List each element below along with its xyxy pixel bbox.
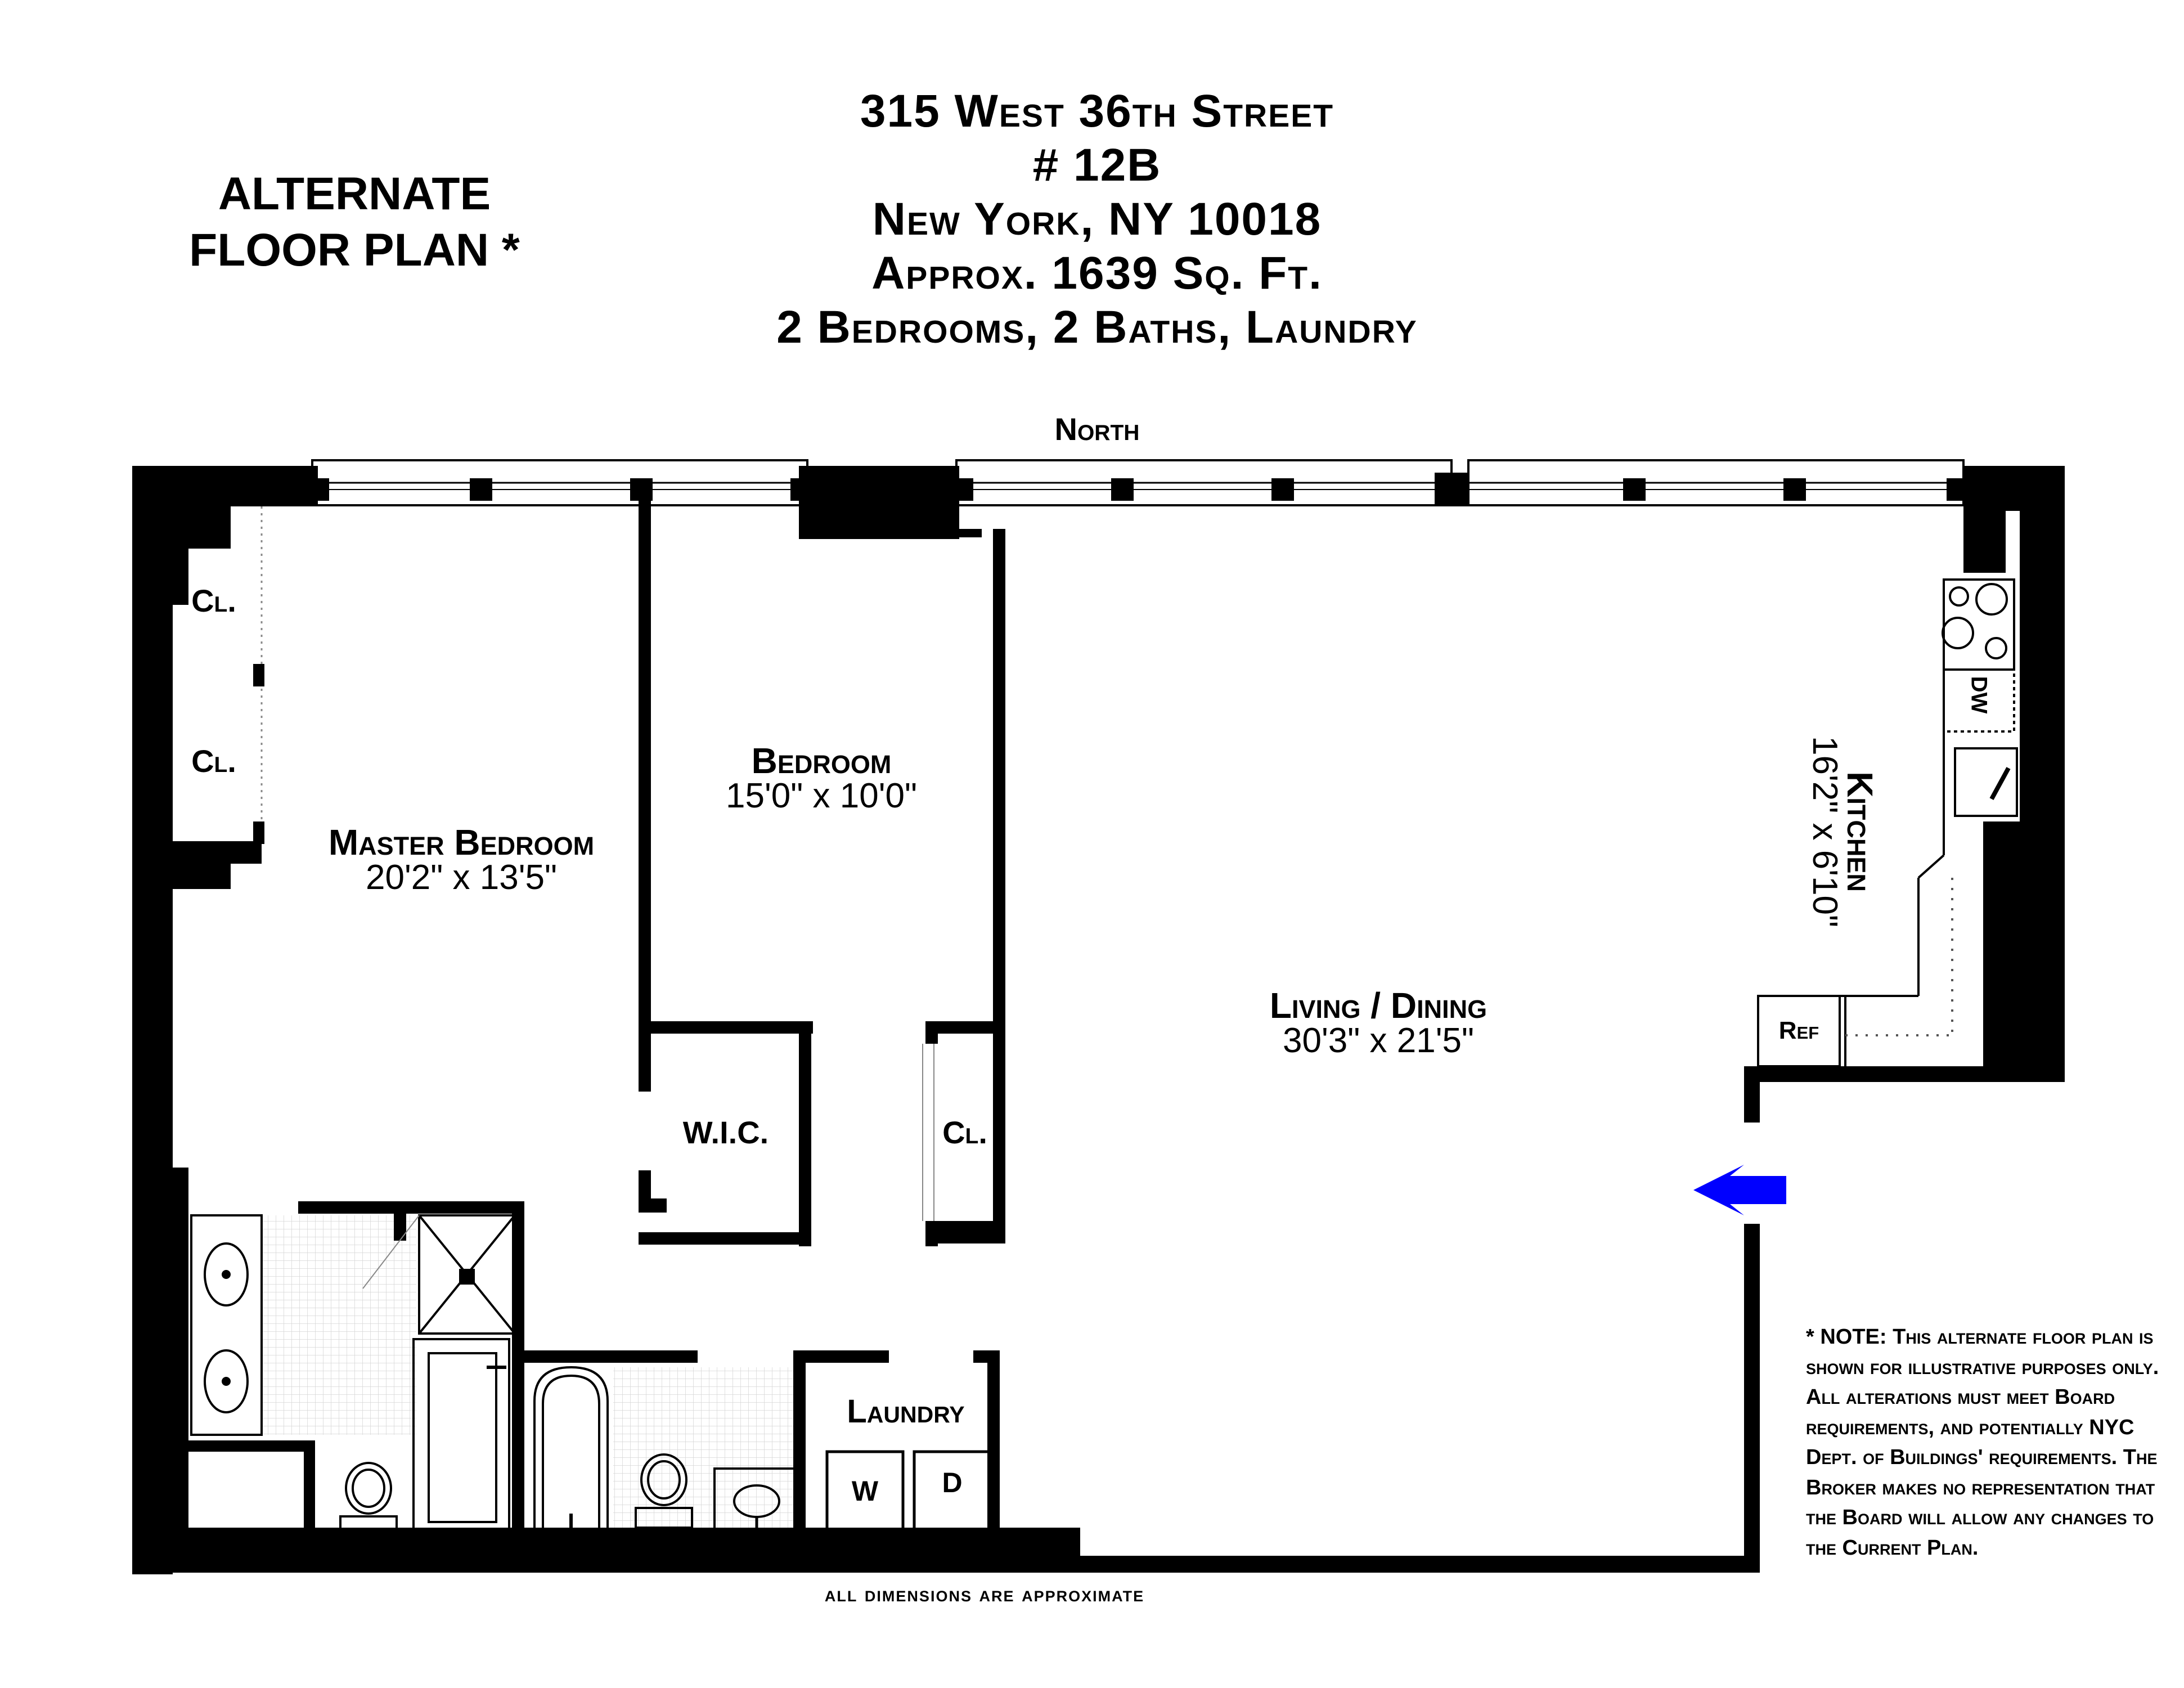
closet-label: Cl.	[942, 1115, 987, 1150]
washer-box	[825, 1450, 905, 1532]
rooms-line: 2 Bedrooms, 2 Baths, Laundry	[776, 302, 1418, 353]
alteration-note: * NOTE: This alternate floor plan is sho…	[1806, 1322, 2166, 1563]
north-windows	[311, 459, 1965, 506]
alternate-plan-label: ALTERNATE FLOOR PLAN *	[141, 166, 568, 279]
second-bath-fixtures	[533, 1366, 800, 1532]
note-text: This alternate floor plan is shown for i…	[1806, 1325, 2159, 1560]
entry-arrow-icon	[1693, 1165, 1786, 1215]
closet-label: Cl.	[191, 583, 236, 618]
laundry-machines	[816, 1450, 1001, 1537]
closet-label: Cl.	[191, 743, 236, 779]
living-dining-dims: 30'3" x 21'5"	[1282, 1021, 1475, 1060]
sink-icon	[204, 1349, 249, 1413]
shower-icon	[418, 1214, 516, 1335]
wic-label: W.I.C.	[682, 1115, 769, 1150]
kitchen-dims: 16'2" x 6'10"	[1805, 735, 1844, 928]
address-line: 315 West 36th Street	[860, 86, 1334, 137]
dimensions-footnote: all dimensions are approximate	[824, 1583, 1145, 1606]
sink-icon	[1954, 747, 2018, 817]
laundry-label: Laundry	[847, 1393, 965, 1430]
living-dining-label: Living / Dining 30'3" x 21'5"	[1210, 987, 1547, 1058]
master-bedroom-label: Master Bedroom 20'2" x 13'5"	[281, 824, 641, 895]
dishwasher-box	[1943, 668, 2015, 733]
living-dining-name: Living / Dining	[1269, 985, 1488, 1026]
master-bath-fixtures	[190, 1214, 516, 1537]
washer-label: W	[851, 1475, 879, 1507]
interior-walls	[163, 495, 1005, 1547]
compass-label: North	[1054, 411, 1140, 447]
bedroom-label: Bedroom 15'0" x 10'0"	[658, 743, 985, 814]
dishwasher-label: DW	[1966, 676, 1992, 714]
kitchen-fixtures	[1757, 578, 2018, 1067]
property-header: 315 West 36th Street # 12B New York, NY …	[731, 84, 1463, 354]
bedroom-name: Bedroom	[751, 740, 892, 781]
bathtub-icon	[533, 1366, 609, 1532]
refrigerator-label: Ref	[1778, 1017, 1819, 1044]
kitchen-name: Kitchen	[1840, 771, 1880, 892]
closet-lines	[260, 506, 934, 1221]
unit-line: # 12B	[1032, 140, 1162, 191]
toilet-icon	[640, 1453, 687, 1506]
closet-posts	[253, 664, 264, 844]
exterior-walls	[132, 466, 2065, 1574]
toilet-icon	[345, 1462, 392, 1515]
dryer-box	[913, 1450, 992, 1532]
sink-icon	[204, 1242, 249, 1307]
alternate-label-line2: FLOOR PLAN *	[189, 225, 520, 276]
master-bedroom-dims: 20'2" x 13'5"	[365, 858, 558, 897]
bathtub-icon	[412, 1338, 510, 1532]
note-heading: * NOTE:	[1806, 1325, 1887, 1349]
kitchen-label: Kitchen 16'2" x 6'10"	[1805, 719, 1880, 944]
bedroom-dims: 15'0" x 10'0"	[725, 776, 918, 815]
area-line: Approx. 1639 Sq. Ft.	[871, 248, 1323, 299]
refrigerator-box	[1757, 995, 1841, 1067]
second-bath-floor	[613, 1367, 805, 1530]
dryer-label: D	[942, 1467, 963, 1498]
city-line: New York, NY 10018	[872, 194, 1322, 245]
alternate-label-line1: ALTERNATE	[218, 168, 491, 219]
master-bedroom-name: Master Bedroom	[328, 822, 595, 863]
